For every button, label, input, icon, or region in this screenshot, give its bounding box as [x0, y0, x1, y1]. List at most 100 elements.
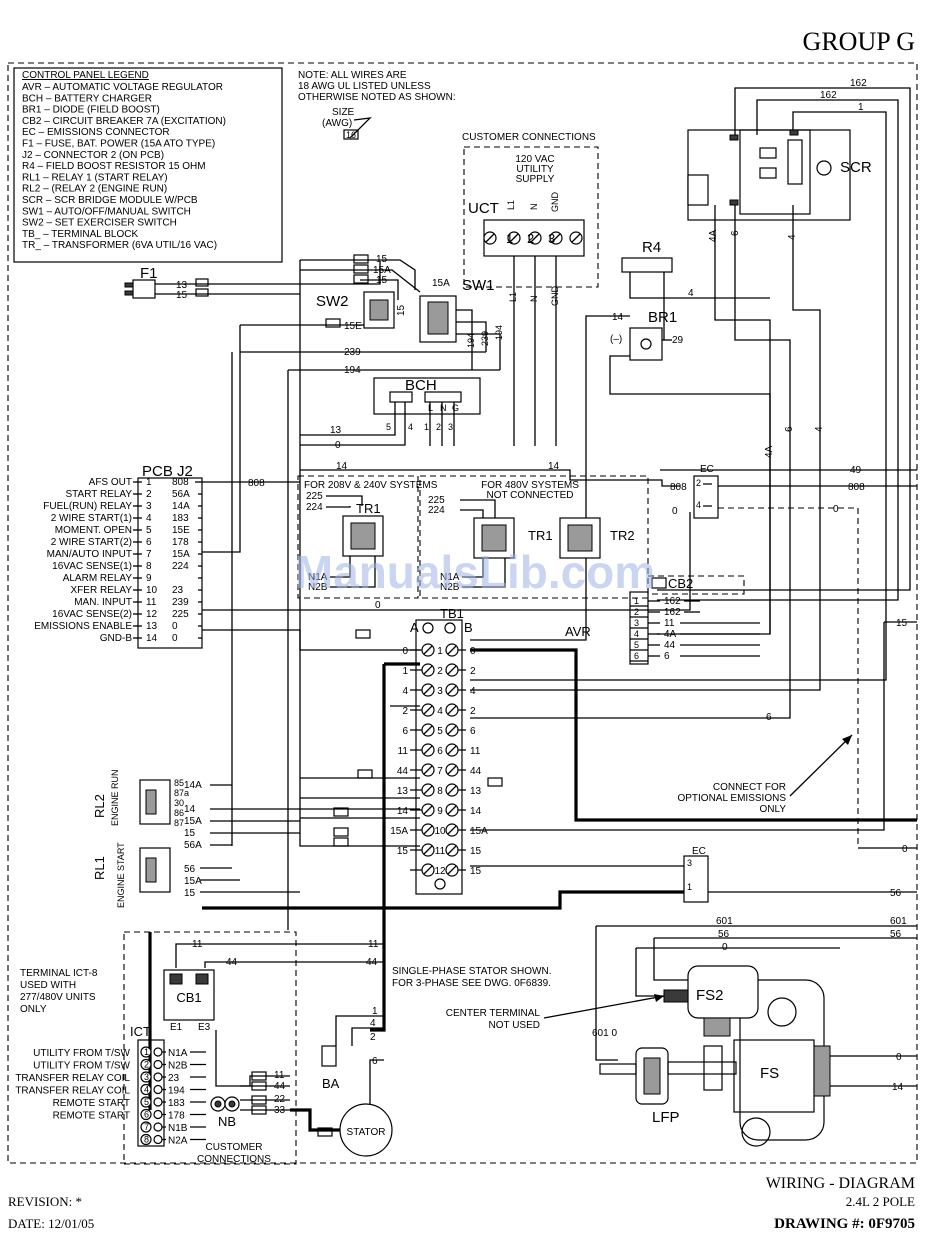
- systems-480-line-1: FOR 480V SYSTEMS: [481, 480, 579, 491]
- ict-screw: [140, 1133, 152, 1146]
- tb1-row-number: 9: [437, 806, 443, 817]
- wire-note-line-2: 18 AWG UL LISTED UNLESS: [298, 81, 431, 92]
- tb1-side-b-wire: 15: [470, 846, 482, 857]
- optional-emissions-line-2: OPTIONAL EMISSIONS: [677, 793, 786, 804]
- tb1-side-a-wire: 14: [397, 806, 409, 817]
- wire-14-fs-right-label: 14: [892, 1082, 904, 1093]
- tb1-side-a-wire: 1: [402, 666, 408, 677]
- pcb-pin-label: 16VAC SENSE(2): [52, 609, 132, 620]
- fs-connector: [813, 1045, 831, 1097]
- wire-808-label: 808: [248, 478, 265, 489]
- stator-note-line-2: FOR 3-PHASE SEE DWG. 0F6839.: [392, 978, 551, 989]
- cb2-pin-number: 4: [634, 629, 639, 639]
- nb-wire-11: 11: [274, 1070, 285, 1081]
- bch-pin-2: 2: [436, 422, 441, 432]
- fuel-system: 601 601 601 0 56 56 0 FS 0 14 FS2 LFP: [592, 916, 917, 1147]
- wire-0-tb1: [202, 629, 420, 651]
- tr1-208-n2b: N2B: [308, 582, 328, 593]
- title-block: WIRING - DIAGRAM 2.4L 2 POLE DRAWING #: …: [8, 1175, 915, 1232]
- wire-14-br1: [470, 315, 630, 641]
- size-label: SIZE: [332, 107, 355, 118]
- tb1-row-number: 3: [437, 686, 443, 697]
- tr1-208-frame: [297, 475, 419, 599]
- rl2-leads: [210, 784, 420, 846]
- tb1-row-number: 5: [437, 726, 443, 737]
- rl1-relay: RL1 ENGINE START 56 15A 15: [92, 842, 300, 908]
- wire-0-bch: [300, 402, 406, 446]
- systems-208-label: FOR 208V & 240V SYSTEMS: [304, 480, 438, 491]
- tr2-winding: [567, 524, 593, 552]
- ec-top-body: [693, 475, 719, 519]
- rl2-pin-30: 30: [174, 798, 184, 808]
- pcb-pin-number: 1: [146, 477, 152, 488]
- pcb-pin-wire: 0: [172, 633, 178, 644]
- legend-item: BR1 – DIODE (FIELD BOOST): [22, 105, 160, 116]
- pcb-pin-wire: 23: [172, 585, 184, 596]
- pcb-pin-number: 14: [146, 633, 158, 644]
- cb2-pin-wire: 162: [664, 607, 681, 618]
- ict-row-label: UTILITY FROM T/SW: [33, 1061, 130, 1072]
- stator-label: STATOR: [347, 1127, 386, 1138]
- tr-480-secondaries: [462, 558, 506, 588]
- wire-15-sw-label: 15: [376, 275, 388, 286]
- wire-0-mid-label: 0: [375, 600, 381, 611]
- rl2-wire-14: 14: [184, 804, 196, 815]
- pcb-pin-wire: 225: [172, 609, 189, 620]
- tb1-screw-slot: [423, 845, 457, 855]
- nb-tag-22: [251, 1095, 267, 1105]
- wire-note-line-1: NOTE: ALL WIRES ARE: [298, 70, 407, 81]
- pcb-pin-wire: 224: [172, 561, 189, 572]
- tr1-208-n1a: N1A: [308, 572, 328, 583]
- wire-49-label: 49: [850, 465, 862, 476]
- tb1-screw-top: [444, 622, 456, 634]
- legend-item: J2 – CONNECTOR 2 (ON PCB): [22, 150, 164, 161]
- wire-224b-label: 224: [428, 505, 445, 516]
- uct-leads: [513, 256, 557, 330]
- bch-frame: [373, 377, 481, 415]
- wire-15-label: 15: [376, 254, 388, 265]
- wire-14-tr-label: 14: [336, 461, 348, 472]
- legend-item: SW1 – AUTO/OFF/MANUAL SWITCH: [22, 206, 191, 217]
- gauge-tag-0: [355, 629, 371, 639]
- wire-224-label: 224: [306, 502, 323, 513]
- bch-pin-5: 5: [386, 422, 391, 432]
- pcb-pin-wire: 56A: [172, 489, 190, 500]
- optional-emissions-leader: [789, 734, 853, 797]
- wire-15: [300, 259, 416, 290]
- wire-56-ec-label: 56: [890, 888, 902, 899]
- ict-row-number: 7: [144, 1122, 149, 1132]
- customer-connections-bottom-label: CUSTOMER CONNECTIONS: [197, 1142, 271, 1165]
- rl1-coil: [145, 857, 157, 883]
- wire-15-down: [470, 622, 885, 831]
- stator-wire-6: 6: [372, 1056, 378, 1067]
- scr-r2: [759, 167, 777, 179]
- wire-0-fs-label: 0: [722, 942, 728, 953]
- nb-tag-33: [251, 1105, 267, 1115]
- wire-0-ec-dashed: [718, 507, 859, 848]
- cb1-e3: E3: [198, 1022, 211, 1033]
- stator-gauge-tag: [317, 1127, 333, 1137]
- sw1-wire-15a: 15A: [432, 278, 450, 289]
- wire-4a-v-label: 4A: [764, 445, 775, 458]
- cb2-outline: [647, 575, 745, 595]
- terminal-ict-note: TERMINAL ICT-8 USED WITH 277/480V UNITS …: [20, 968, 98, 1015]
- tb1-screw-slot: [423, 805, 457, 815]
- scr-ac1-pad: [729, 134, 739, 141]
- control-panel-legend: CONTROL PANEL LEGEND AVR – AUTOMATIC VOL…: [13, 67, 283, 263]
- utility-supply-line-2: UTILITY: [516, 164, 554, 175]
- legend-item: SCR – SCR BRIDGE MODULE W/PCB: [22, 195, 198, 206]
- cb2-gauge-tag: [651, 577, 667, 589]
- uct-wire-n: N: [529, 296, 539, 303]
- wire-4-ba: [351, 1027, 384, 1046]
- cb2-pin-number: 1: [634, 596, 639, 606]
- ba-label: BA: [322, 1076, 340, 1091]
- tb1-side-b-wire: 15A: [470, 826, 488, 837]
- rl2-relay: RL2 ENGINE RUN 85 87a 30 86 87 14A 14 15…: [92, 769, 420, 851]
- transformer-area: FOR 208V & 240V SYSTEMS FOR 480V SYSTEMS…: [297, 461, 680, 599]
- ict-screw: [140, 1058, 152, 1071]
- pcb-pin-number: 12: [146, 609, 158, 620]
- cb2-pin-number: 2: [634, 607, 639, 617]
- f1-body: [132, 279, 156, 299]
- pcb-pin-number: 4: [146, 513, 152, 524]
